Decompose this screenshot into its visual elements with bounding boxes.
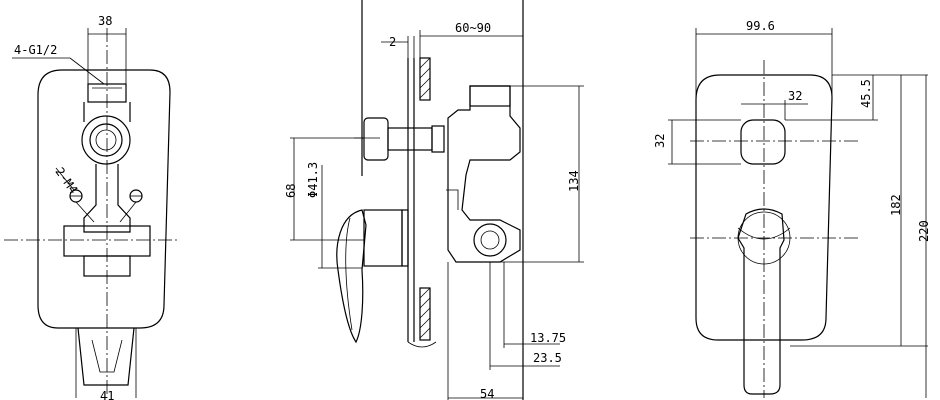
dim-height-182: 182 (889, 194, 903, 216)
dim-width-54: 54 (480, 387, 494, 400)
dim-offset-13-75: 13.75 (530, 331, 566, 345)
diverter-knob (740, 119, 786, 165)
thread-label: 4-G1/2 (14, 43, 57, 57)
left-plate-outline (37, 69, 171, 329)
side-section-view: 2 60~90 (284, 0, 584, 400)
dim-width-99-6: 99.6 (746, 19, 775, 33)
mixer-lever (737, 208, 785, 395)
dim-offset-45-5: 45.5 (859, 79, 873, 108)
dim-diameter: Φ41.3 (306, 162, 320, 198)
dim-knob-width: 32 (788, 89, 802, 103)
dim-knob-height: 32 (653, 134, 667, 148)
dim-height-68: 68 (284, 184, 298, 198)
right-front-view: 99.6 32 32 45.5 182 220 (653, 19, 931, 398)
left-front-view: 38 4-G1/2 2-M4 41 (4, 14, 180, 400)
dim-height-220: 220 (917, 220, 931, 242)
dim-depth-range: 60~90 (455, 21, 491, 35)
dim-height-134: 134 (567, 170, 581, 192)
dim-bottom-partial: 41 (100, 389, 114, 400)
right-plate-outline (695, 74, 833, 341)
dim-width-38: 38 (98, 14, 112, 28)
dim-gap-2: 2 (389, 35, 396, 49)
dim-offset-23-5: 23.5 (533, 351, 562, 365)
